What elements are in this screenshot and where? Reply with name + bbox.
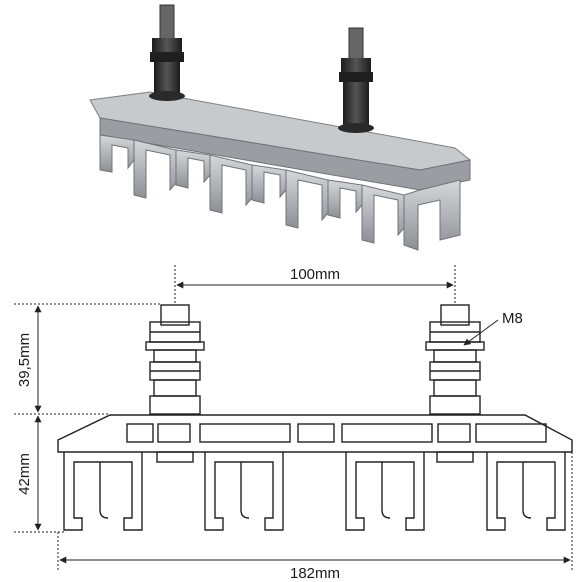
- profile-slots: [126, 423, 547, 443]
- label-thread: M8: [502, 310, 523, 327]
- render-bolt-right: [338, 27, 374, 133]
- label-profile-height: 42mm: [16, 453, 33, 495]
- profile-top-plate: [57, 414, 573, 453]
- thread-leader: [463, 319, 499, 346]
- label-overall-width: 182mm: [290, 565, 340, 582]
- right-bolt-thread: [440, 304, 470, 326]
- label-bolt-spacing: 100mm: [290, 266, 340, 283]
- render-bolt-left: [149, 4, 185, 101]
- label-bolt-height: 39,5mm: [16, 333, 33, 387]
- profile-channels: [63, 452, 566, 531]
- product-render: [89, 4, 472, 251]
- render-channels: [99, 134, 461, 251]
- left-bolt-stack: [145, 321, 205, 415]
- front-view-drawing: [57, 304, 573, 531]
- left-bolt-thread: [160, 304, 190, 326]
- dimension-lines: [14, 265, 573, 570]
- right-bolt-stack: [425, 321, 485, 415]
